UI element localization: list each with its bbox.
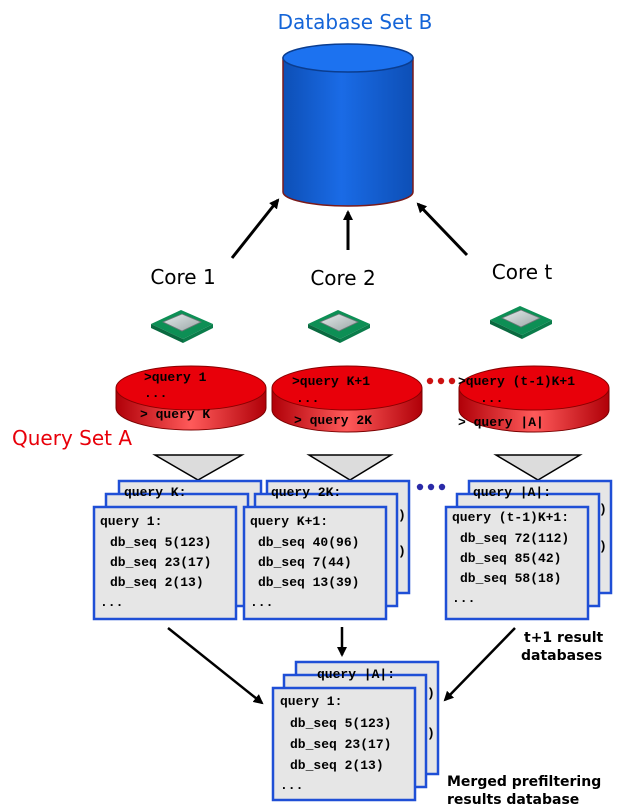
core-label-1: Core 1 (150, 265, 215, 289)
query-disk-1-first: >query 1 (144, 370, 207, 385)
database-label: Database Set B (278, 10, 433, 34)
merged-row: db_seq 2(13) (290, 758, 384, 773)
result-db-caption-line2: databases (521, 648, 602, 664)
merge-arrows (167, 627, 516, 705)
query-disk-1-last: > query K (140, 407, 210, 422)
core-to-db-arrows (230, 198, 469, 259)
merged-title: query 1: (280, 694, 342, 709)
query-set-label: Query Set A (12, 426, 132, 450)
query-disk-3 (458, 365, 610, 433)
result-stack-2 (242, 479, 411, 621)
query-disk-2 (271, 365, 423, 433)
result-stack-3-row: db_seq 85(42) (460, 551, 561, 566)
query-disk-3-middle: ... (480, 391, 503, 406)
result-stack-2-row: db_seq 13(39) (258, 575, 359, 590)
merged-back-title: query |A|: (317, 667, 395, 682)
result-stack-2-row: db_seq 7(44) (258, 555, 352, 570)
database-cylinder (282, 43, 414, 207)
result-stack-2-more: ... (250, 595, 273, 610)
merged-side-peek: ) (427, 726, 435, 741)
result-stack-3-row: db_seq 72(112) (460, 531, 569, 546)
query-disk-3-last: > query |A| (458, 415, 544, 430)
result-stack-1-row: db_seq 23(17) (110, 555, 211, 570)
arrow-stack3-merged (443, 627, 516, 702)
result-stack-1-title: query 1: (100, 514, 162, 529)
query-disk-1 (115, 365, 267, 431)
result-stack-1-back-title: query K: (124, 485, 186, 500)
arrow-stack1-merged (167, 627, 264, 705)
query-disk-2-first: >query K+1 (292, 374, 370, 389)
result-stack-2-side-peek: ) (398, 544, 406, 559)
result-stack-ellipsis (416, 483, 446, 491)
cpu-chip-icon (308, 310, 370, 343)
result-stack-2-side-peek: ) (398, 508, 406, 523)
result-stack-3 (444, 479, 613, 621)
merged-row: db_seq 5(123) (290, 716, 391, 731)
result-stack-3-side-peek: ) (599, 502, 607, 517)
result-db-caption-line1: t+1 result (524, 630, 604, 646)
query-disk-ellipsis (426, 377, 456, 385)
arrow-core1-db (230, 198, 280, 259)
result-stack-2-row: db_seq 40(96) (258, 535, 359, 550)
merged-caption-line1: Merged prefiltering (447, 774, 601, 790)
arrow-coret-db (416, 202, 469, 257)
result-stack-3-back-title: query |A|: (473, 485, 551, 500)
result-stack-2-title: query K+1: (250, 514, 328, 529)
query-disk-2-last: > query 2K (294, 413, 372, 428)
result-stack-1-more: ... (100, 595, 123, 610)
result-stack-3-more: ... (452, 591, 475, 606)
query-disk-1-middle: ... (144, 386, 167, 401)
cpu-chip-icon (490, 306, 552, 339)
result-stack-1-row: db_seq 2(13) (110, 575, 204, 590)
query-disk-2-middle: ... (296, 391, 319, 406)
merged-more: ... (280, 778, 303, 793)
query-disk-3-first: >query (t-1)K+1 (458, 374, 575, 389)
result-stack-2-back-title: query 2K: (271, 485, 341, 500)
result-stack-3-side-peek: ) (599, 539, 607, 554)
cpu-chip-icon (151, 310, 213, 343)
merged-caption-line2: results database (447, 792, 579, 808)
core-label-t: Core t (492, 260, 553, 284)
result-stack-3-row: db_seq 58(18) (460, 571, 561, 586)
result-stack-1 (92, 479, 263, 621)
merged-results-stack (271, 660, 440, 802)
result-stack-3-title: query (t-1)K+1: (452, 510, 569, 525)
merged-row: db_seq 23(17) (290, 737, 391, 752)
merged-side-peek: ) (427, 686, 435, 701)
funnel-3 (493, 454, 583, 481)
result-stack-1-row: db_seq 5(123) (110, 535, 211, 550)
funnel-2 (306, 454, 394, 481)
funnel-1 (152, 454, 245, 481)
core-label-2: Core 2 (310, 266, 375, 290)
